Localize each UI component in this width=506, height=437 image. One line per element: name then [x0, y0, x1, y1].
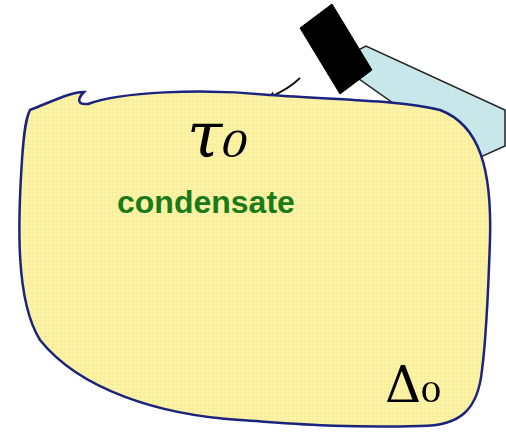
- condensate-region: τ₀ condensateΔ₀: [15, 80, 495, 432]
- condensate-label: condensate: [117, 184, 295, 221]
- blob-shape: [19, 92, 490, 427]
- tau-symbol: τ₀: [187, 98, 248, 172]
- delta-symbol: Δ₀: [385, 356, 441, 414]
- hammer-head: [300, 4, 372, 94]
